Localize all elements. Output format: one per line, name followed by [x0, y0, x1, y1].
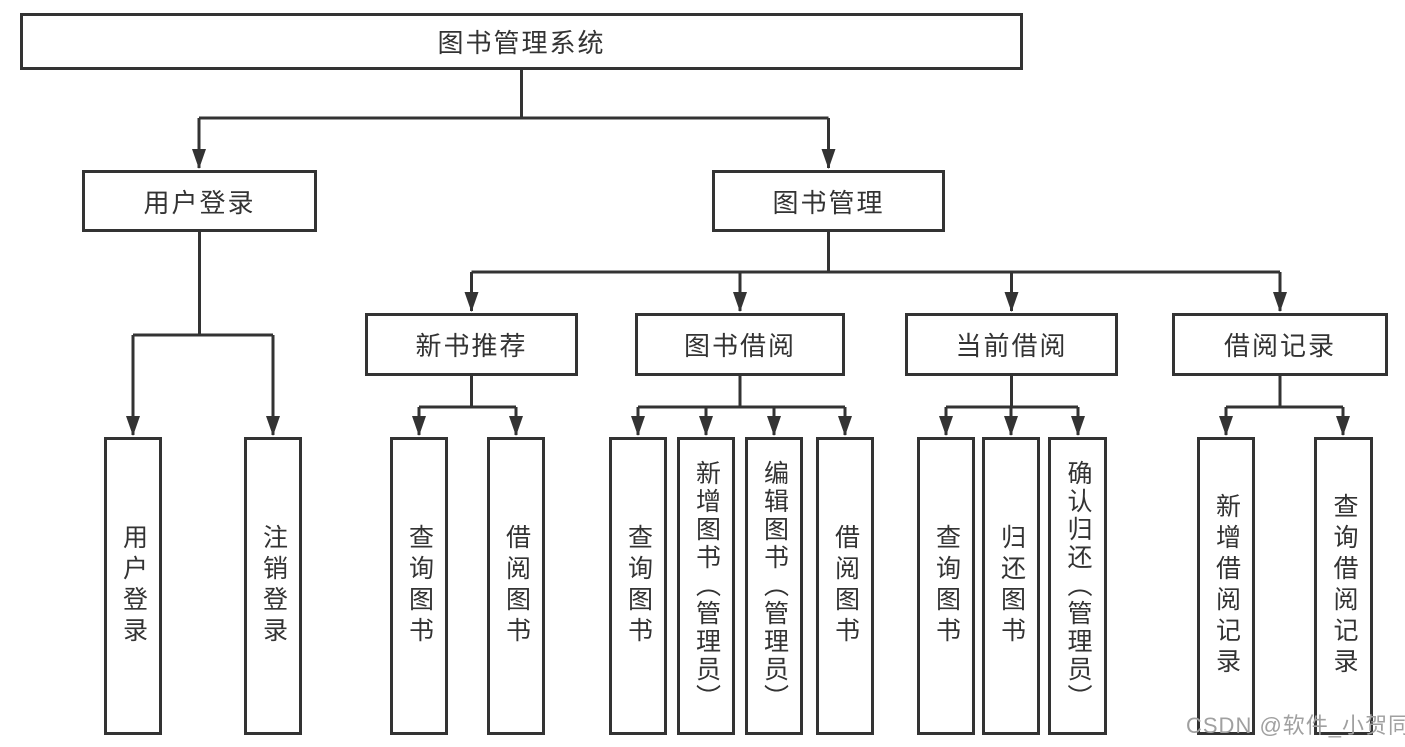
leaf-add-book-admin-label: 新增图书（管理员） — [692, 460, 721, 712]
node-current-borrowing: 当前借阅 — [905, 313, 1118, 376]
node-book-borrowing-label: 图书借阅 — [683, 331, 796, 361]
leaf-borrow-books-2-label: 借阅图书 — [831, 524, 860, 648]
leaf-confirm-return-admin-label: 确认归还（管理员） — [1064, 460, 1092, 712]
leaf-return-book: 归还图书 — [982, 437, 1040, 735]
node-borrowing-records: 借阅记录 — [1172, 313, 1388, 376]
node-current-borrowing-label: 当前借阅 — [955, 331, 1068, 361]
leaf-query-books-1-label: 查询图书 — [405, 524, 434, 648]
leaf-borrow-books-1-label: 借阅图书 — [502, 524, 531, 648]
node-user-login: 用户登录 — [82, 170, 317, 232]
leaf-borrow-books-1: 借阅图书 — [487, 437, 545, 735]
node-book-management-label: 图书管理 — [772, 187, 885, 218]
node-book-borrowing: 图书借阅 — [635, 313, 845, 376]
leaf-query-books-3: 查询图书 — [917, 437, 975, 735]
node-user-login-label: 用户登录 — [143, 187, 256, 218]
node-new-book-recommend: 新书推荐 — [365, 313, 578, 376]
leaf-add-book-admin: 新增图书（管理员） — [677, 437, 735, 735]
leaf-query-books-3-label: 查询图书 — [932, 524, 961, 648]
node-root-label: 图书管理系统 — [437, 28, 606, 58]
leaf-add-borrow-record-label: 新增借阅记录 — [1212, 493, 1241, 679]
leaf-user-login: 用户登录 — [104, 437, 162, 735]
node-root: 图书管理系统 — [20, 13, 1023, 70]
node-book-management: 图书管理 — [712, 170, 945, 232]
node-new-book-recommend-label: 新书推荐 — [415, 331, 528, 361]
leaf-confirm-return-admin: 确认归还（管理员） — [1048, 437, 1107, 735]
watermark: CSDN @软件_小贺同学 — [1186, 713, 1405, 738]
leaf-edit-book-admin-label: 编辑图书（管理员） — [760, 460, 789, 712]
leaf-edit-book-admin: 编辑图书（管理员） — [745, 437, 803, 735]
leaf-add-borrow-record: 新增借阅记录 — [1197, 437, 1255, 735]
leaf-query-books-2: 查询图书 — [609, 437, 667, 735]
leaf-user-login-label: 用户登录 — [119, 524, 148, 648]
leaf-query-borrow-record: 查询借阅记录 — [1314, 437, 1373, 735]
leaf-borrow-books-2: 借阅图书 — [816, 437, 874, 735]
leaf-query-books-2-label: 查询图书 — [624, 524, 653, 648]
leaf-return-book-label: 归还图书 — [997, 524, 1026, 648]
node-borrowing-records-label: 借阅记录 — [1223, 331, 1336, 361]
leaf-logout-label: 注销登录 — [259, 524, 288, 648]
leaf-query-books-1: 查询图书 — [390, 437, 448, 735]
leaf-query-borrow-record-label: 查询借阅记录 — [1330, 493, 1358, 679]
leaf-logout: 注销登录 — [244, 437, 302, 735]
